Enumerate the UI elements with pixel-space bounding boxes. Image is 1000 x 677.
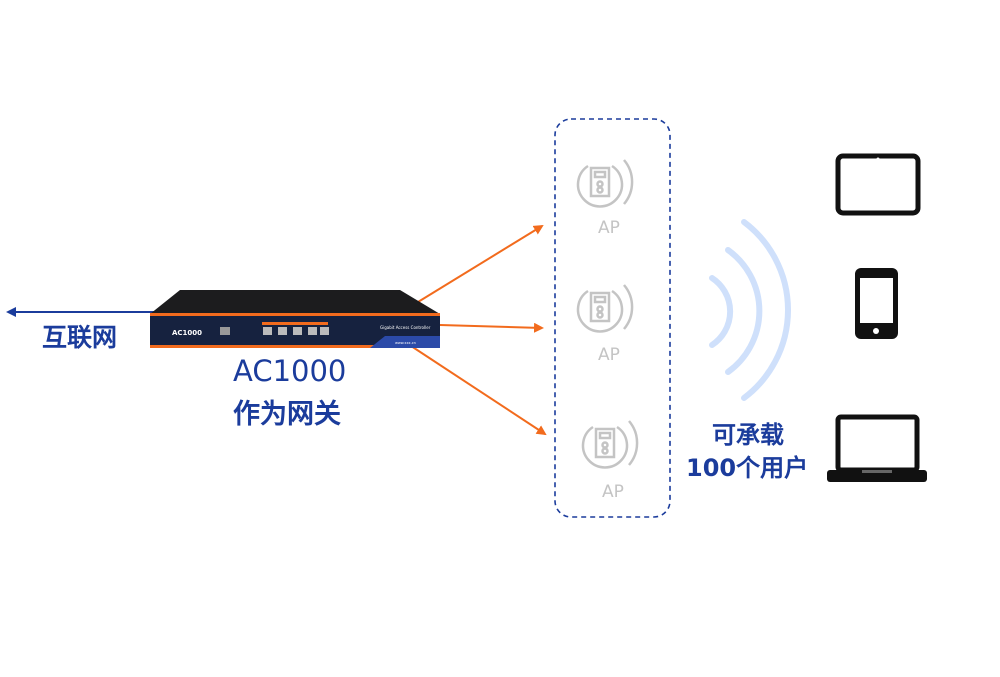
ap-label: AP	[602, 482, 624, 502]
ap-label: AP	[598, 218, 620, 238]
capacity-line2: 100个用户	[686, 454, 809, 482]
uplink-arrows	[404, 224, 547, 436]
tablet-icon	[835, 153, 921, 216]
gateway-role: 作为网关	[233, 399, 341, 430]
phone-icon	[855, 268, 898, 339]
laptop-icon	[827, 414, 927, 482]
wifi-signal-icon	[709, 219, 791, 401]
svg-text:Gigabit Access Controller: Gigabit Access Controller	[380, 325, 431, 330]
capacity-line1: 可承载	[712, 421, 784, 449]
ap-label: AP	[598, 345, 620, 365]
svg-text:www.xxx.cn: www.xxx.cn	[395, 341, 416, 345]
ac1000-device: AC1000 Gigabit Access Controller www.xxx…	[150, 290, 440, 348]
gateway-model: AC1000	[233, 354, 347, 388]
internet-label: 互联网	[42, 323, 118, 352]
svg-text:AC1000: AC1000	[172, 329, 202, 337]
ap-icons	[576, 159, 639, 469]
ap-group-border	[554, 118, 671, 518]
